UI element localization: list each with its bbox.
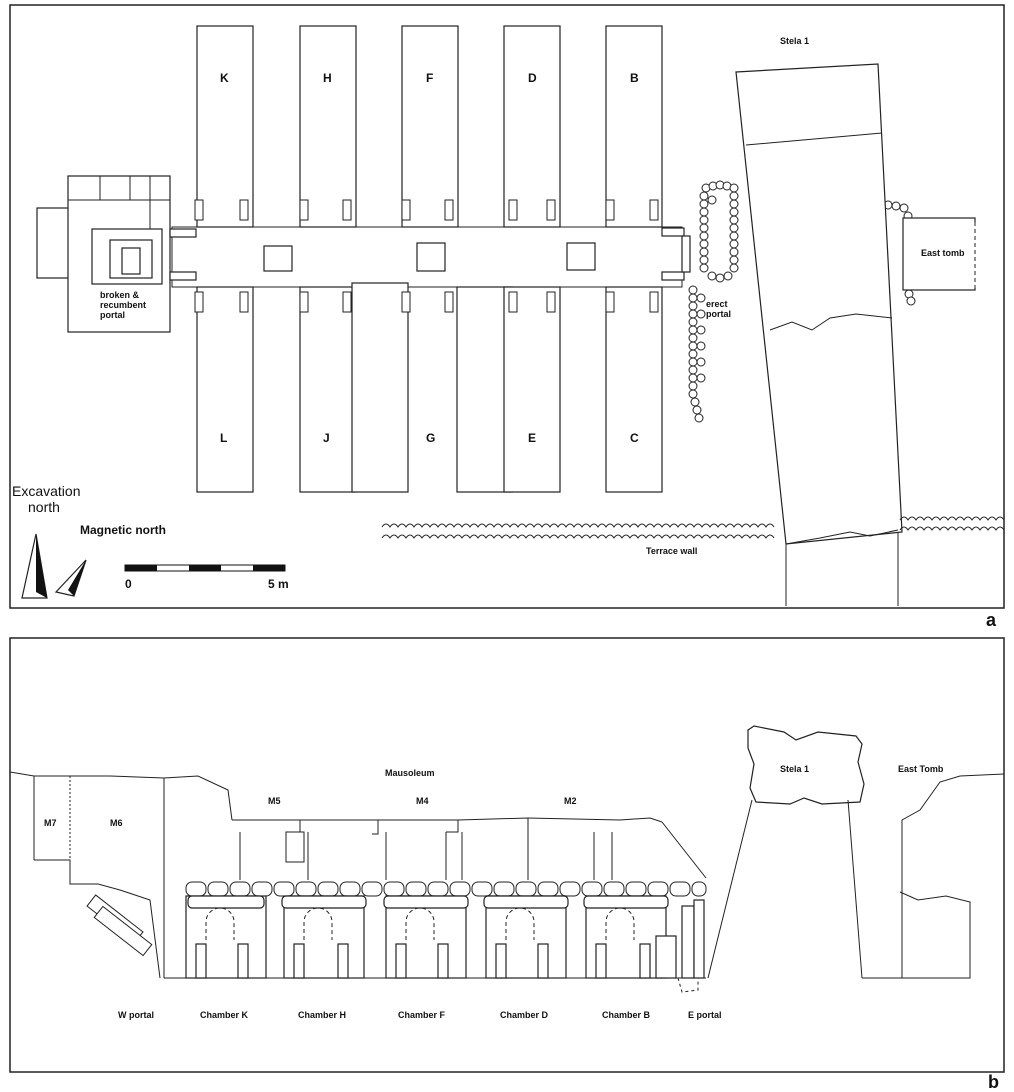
panel-b-frame: [9, 637, 1005, 1073]
chamber-label-L: L: [220, 431, 227, 445]
chamber-label-K: K: [220, 71, 229, 85]
scale-end-label: 5 m: [268, 577, 289, 591]
east-tomb-label: East tomb: [921, 248, 965, 258]
magnetic-north-arrow: [54, 559, 87, 597]
stela-1-plan: [735, 63, 903, 606]
e-portal-label: E portal: [688, 1010, 722, 1020]
chamber-label-B: B: [630, 71, 639, 85]
chamber-label-D: D: [528, 71, 537, 85]
stela-1-section-label: Stela 1: [780, 764, 809, 774]
chamber-label-J: J: [323, 431, 330, 445]
east-portal-label-line-1: erect: [706, 299, 728, 309]
east-tomb-section-label: East Tomb: [898, 764, 944, 774]
scale-bar: [124, 564, 286, 572]
m2-label: M2: [564, 796, 577, 806]
bottom-chambers: [196, 282, 663, 493]
panel-b-tag: b: [988, 1072, 999, 1092]
terrace-wall: [381, 523, 775, 528]
east-portal-structure: [661, 227, 691, 281]
mausoleum-label: Mausoleum: [385, 768, 435, 778]
west-portal-structure: [36, 175, 197, 333]
panel-a-tag: a: [986, 610, 997, 630]
panel-a-frame: [9, 4, 1005, 609]
chamber-b-label: Chamber B: [602, 1010, 651, 1020]
w-portal-label: W portal: [118, 1010, 154, 1020]
terrace-wall-label: Terrace wall: [646, 546, 697, 556]
stela-1-section: [707, 725, 865, 979]
chamber-h-label: Chamber H: [298, 1010, 346, 1020]
scale-start-label: 0: [125, 577, 132, 591]
m5-label: M5: [268, 796, 281, 806]
excavation-north-label-line-2: north: [28, 499, 60, 515]
chamber-label-C: C: [630, 431, 639, 445]
m7-label: M7: [44, 818, 57, 828]
west-portal-label-line-1: broken &: [100, 290, 140, 300]
chamber-label-G: G: [426, 431, 435, 445]
chamber-label-E: E: [528, 431, 536, 445]
m4-label: M4: [416, 796, 429, 806]
chamber-sections: [164, 895, 706, 993]
stela-1-label: Stela 1: [780, 36, 809, 46]
east-tomb-section: [862, 773, 1005, 979]
west-portal-label-line-3: portal: [100, 310, 125, 320]
chamber-label-F: F: [426, 71, 433, 85]
magnetic-north-label: Magnetic north: [80, 523, 166, 537]
chamber-label-H: H: [323, 71, 332, 85]
chamber-k-label: Chamber K: [200, 1010, 249, 1020]
top-chambers: [196, 25, 663, 228]
chamber-d-label: Chamber D: [500, 1010, 549, 1020]
chamber-f-label: Chamber F: [398, 1010, 446, 1020]
m6-label: M6: [110, 818, 123, 828]
mausoleum-section: [232, 817, 707, 880]
west-portal-label-line-2: recumbent: [100, 300, 146, 310]
east-portal-label-line-2: portal: [706, 309, 731, 319]
capstone-row: [185, 881, 707, 897]
section-profile-west: [9, 771, 233, 979]
excavation-north-label-line-1: Excavation: [12, 483, 80, 499]
excavation-north-arrow: [21, 533, 48, 599]
portal-posts: [194, 199, 659, 313]
